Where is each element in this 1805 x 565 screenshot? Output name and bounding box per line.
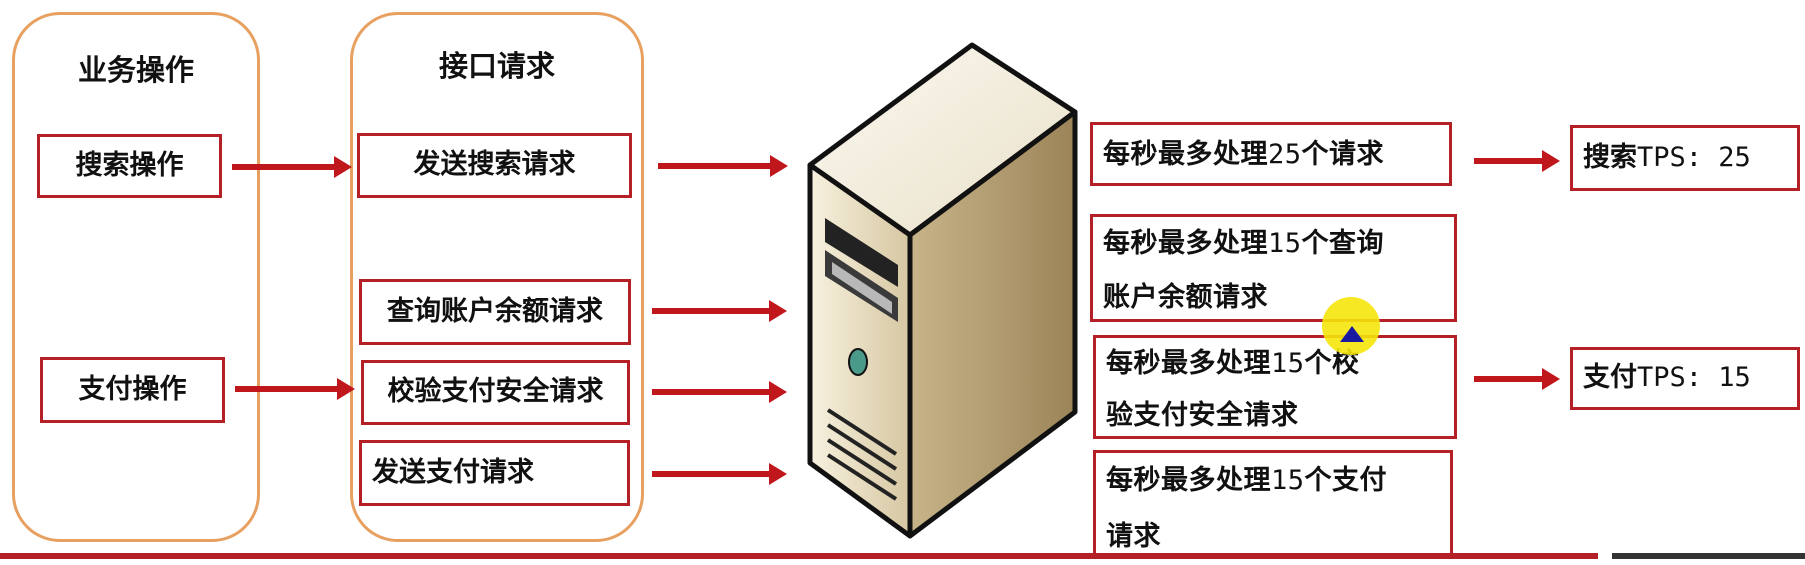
request-send-search: 发送搜索请求: [357, 133, 632, 198]
server-tower-icon: [807, 42, 1078, 539]
result-search-tps: 搜索TPS: 25: [1570, 125, 1800, 191]
business-op-pay: 支付操作: [40, 357, 225, 423]
capacity-query-balance: 每秒最多处理15个查询账户余额请求: [1090, 214, 1457, 322]
result-pay-tps: 支付TPS: 15: [1570, 347, 1800, 410]
result-text: 支付TPS: 15: [1583, 362, 1751, 394]
business-op-label: 支付操作: [78, 373, 187, 405]
capacity-text: 每秒最多处理15个支付请求: [1106, 465, 1388, 552]
request-label: 发送搜索请求: [413, 149, 576, 181]
request-verify-payment-security: 校验支付安全请求: [361, 360, 630, 425]
capacity-search: 每秒最多处理25个请求: [1090, 122, 1452, 186]
arrow-search-to-request: [232, 156, 352, 178]
request-label: 查询账户余额请求: [387, 295, 603, 327]
capacity-payment: 每秒最多处理15个支付请求: [1093, 450, 1453, 559]
arrow-capacity-to-pay-tps: [1474, 368, 1560, 390]
request-query-balance: 查询账户余额请求: [359, 279, 631, 345]
business-op-label: 搜索操作: [75, 149, 184, 181]
business-operations-group: 业务操作: [12, 12, 260, 542]
capacity-text: 每秒最多处理15个查询账户余额请求: [1103, 228, 1385, 313]
interface-group-title: 接口请求: [438, 49, 555, 83]
bottom-divider: [0, 553, 1598, 559]
arrow-request-1-to-server: [658, 155, 788, 177]
arrow-pay-to-request: [235, 378, 355, 400]
capacity-text: 每秒最多处理25个请求: [1103, 138, 1385, 170]
arrow-request-3-to-server: [652, 381, 787, 403]
cursor-pointer-icon: [1340, 326, 1364, 342]
result-text: 搜索TPS: 25: [1583, 141, 1751, 173]
arrow-request-4-to-server: [652, 463, 787, 485]
capacity-text: 每秒最多处理15个校验支付安全请求: [1106, 348, 1360, 431]
business-op-search: 搜索操作: [37, 134, 222, 198]
business-group-title: 业务操作: [77, 53, 194, 87]
capacity-verify-security: 每秒最多处理15个校验支付安全请求: [1093, 335, 1457, 439]
arrow-capacity-to-search-tps: [1474, 150, 1560, 172]
request-label: 校验支付安全请求: [387, 376, 604, 408]
request-label: 发送支付请求: [372, 456, 534, 488]
request-send-payment: 发送支付请求: [359, 440, 630, 506]
arrow-request-2-to-server: [652, 300, 787, 322]
bottom-dark-bar: [1612, 553, 1805, 559]
